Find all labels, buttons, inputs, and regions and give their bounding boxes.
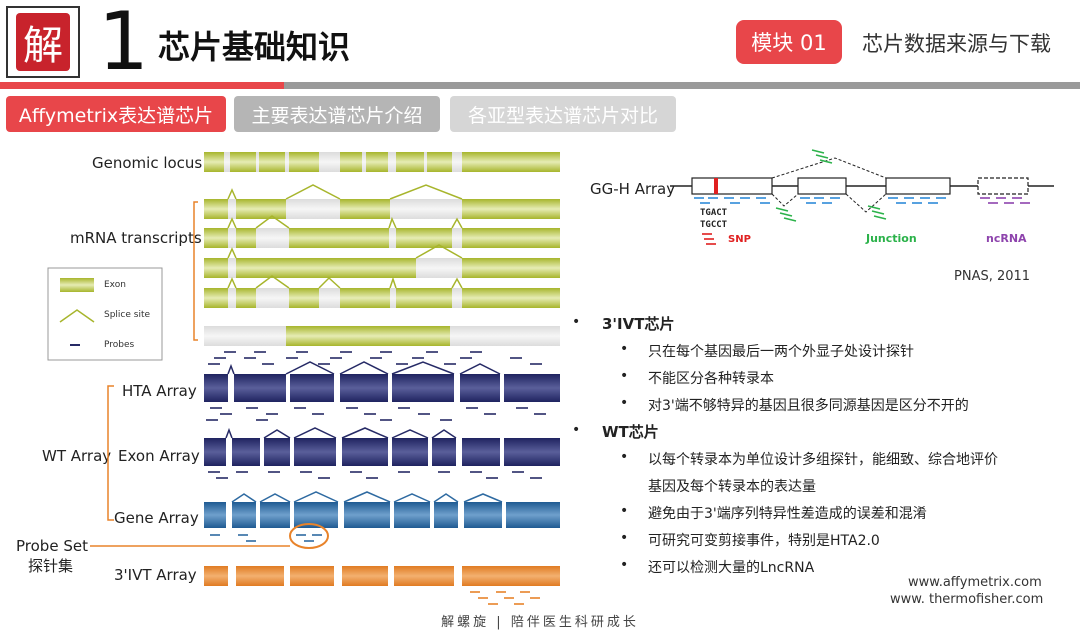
source-affymetrix[interactable]: www.affymetrix.com bbox=[908, 575, 1042, 590]
logo-seal: 解 bbox=[16, 13, 70, 71]
bullet-dot: • bbox=[620, 557, 629, 573]
module-description: 芯片数据来源与下载 bbox=[862, 32, 1051, 56]
ivt-array-track bbox=[204, 566, 560, 605]
bullet-dot: • bbox=[620, 449, 629, 465]
legend-exon-label: Exon bbox=[104, 280, 126, 290]
tab-subtype-compare[interactable]: 各亚型表达谱芯片对比 bbox=[450, 96, 676, 132]
note-wt-item-1: 以每个转录本为单位设计多组探针，能细致、综合地评价 bbox=[648, 452, 998, 468]
gg-seq-2: TGCCT bbox=[700, 220, 728, 230]
gg-junction-label: Junction bbox=[866, 232, 917, 245]
note-ivt-item-1: 只在每个基因最后一两个外显子处设计探针 bbox=[648, 344, 914, 360]
note-ivt-item-2: 不能区分各种转录本 bbox=[648, 371, 774, 387]
label-wt-array: WT Array bbox=[42, 447, 112, 465]
transcript-5 bbox=[204, 326, 560, 346]
array-design-diagram bbox=[47, 152, 560, 605]
gg-ncrna-label: ncRNA bbox=[986, 232, 1027, 245]
hta-array-track bbox=[204, 351, 560, 421]
note-wt-item-4: 还可以检测大量的LncRNA bbox=[648, 560, 815, 576]
legend-probes-label: Probes bbox=[104, 340, 135, 350]
label-probe-set-cn: 探针集 bbox=[28, 557, 74, 575]
transcript-2 bbox=[204, 215, 560, 248]
label-genomic-locus: Genomic locus bbox=[92, 154, 203, 172]
bullet-dot: • bbox=[620, 530, 629, 546]
exon-array-track bbox=[204, 427, 560, 479]
probe-set-highlight bbox=[289, 523, 329, 549]
gg-snp-label: SNP bbox=[728, 234, 751, 245]
gene-array-track bbox=[90, 491, 560, 549]
note-ivt-heading: 3'IVT芯片 bbox=[602, 315, 675, 333]
transcript-1 bbox=[204, 184, 560, 219]
bullet-dot: • bbox=[572, 422, 581, 438]
bullet-dot: • bbox=[620, 503, 629, 519]
header-bar-accent bbox=[0, 82, 284, 89]
label-exon-array: Exon Array bbox=[118, 447, 200, 465]
note-wt-item-1-cont: 基因及每个转录本的表达量 bbox=[648, 479, 816, 495]
footer: 解螺旋 | 陪伴医生科研成长 bbox=[441, 615, 639, 630]
legend-splice-label: Splice site bbox=[104, 310, 151, 320]
bullet-dot: • bbox=[620, 395, 629, 411]
gg-seq-1: TGACT bbox=[700, 208, 728, 218]
tab-main-chips[interactable]: 主要表达谱芯片介绍 bbox=[234, 96, 440, 132]
label-gene-array: Gene Array bbox=[114, 509, 199, 527]
transcript-4 bbox=[204, 275, 560, 308]
label-probe-set: Probe Set bbox=[16, 537, 88, 555]
note-wt-item-2: 避免由于3'端序列特异性差造成的误差和混淆 bbox=[648, 506, 927, 522]
genomic-locus-track bbox=[204, 152, 560, 172]
header-bar bbox=[284, 82, 1080, 89]
bullet-dot: • bbox=[620, 341, 629, 357]
source-thermofisher[interactable]: www. thermofisher.com bbox=[890, 592, 1044, 607]
bullet-dot: • bbox=[572, 314, 581, 330]
bullet-dot: • bbox=[620, 368, 629, 384]
label-hta-array: HTA Array bbox=[122, 382, 197, 400]
transcript-3 bbox=[204, 244, 560, 278]
note-ivt-item-3: 对3'端不够特异的基因且很多同源基因是区分不开的 bbox=[648, 398, 969, 414]
module-badge: 模块 01 bbox=[736, 20, 842, 64]
gg-array-diagram bbox=[670, 149, 1054, 245]
note-wt-heading: WT芯片 bbox=[602, 423, 659, 441]
logo: 解 bbox=[6, 6, 80, 78]
legend bbox=[47, 267, 163, 361]
chapter-number: 1 bbox=[98, 0, 149, 88]
label-mrna-transcripts: mRNA transcripts bbox=[70, 229, 202, 247]
note-wt-item-3: 可研究可变剪接事件，特别是HTA2.0 bbox=[648, 533, 880, 549]
page-title: 芯片基础知识 bbox=[158, 28, 351, 66]
citation: PNAS, 2011 bbox=[954, 269, 1031, 284]
gg-array-label: GG-H Array bbox=[590, 180, 676, 198]
tab-affymetrix[interactable]: Affymetrix表达谱芯片 bbox=[6, 96, 226, 132]
label-3ivt-array: 3'IVT Array bbox=[114, 566, 197, 584]
